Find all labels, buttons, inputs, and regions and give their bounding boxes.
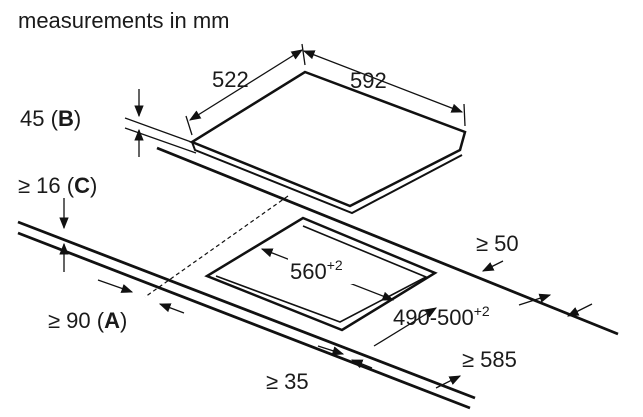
hob-body-edge	[191, 141, 463, 215]
hob-width-label: 522	[212, 67, 249, 92]
front-distance-arrow-left	[97, 279, 134, 293]
hob-top-surface	[189, 70, 467, 208]
thickness-label: 45 (B)	[20, 106, 81, 131]
hob-width-ext-right	[301, 43, 306, 66]
cutout-depth-label: 490-500+2	[393, 303, 490, 330]
rear-clearance-label: ≥ 585	[462, 347, 517, 372]
hob-depth-label: 592	[350, 68, 387, 93]
rear-clearance-arrow-bottom	[435, 375, 462, 389]
worktop	[17, 146, 619, 410]
projection-dashed-line	[144, 195, 289, 298]
rear-clearance-arrow-top	[566, 303, 593, 317]
right-clearance-label: ≥ 50	[476, 231, 519, 256]
hob-width-dimension-line	[189, 49, 303, 121]
cutout-depth-dimension-line	[373, 307, 437, 347]
hob-depth-dimension-line	[302, 50, 464, 113]
gap-label: ≥ 16 (C)	[18, 173, 97, 198]
front-clearance-label: ≥ 35	[266, 369, 309, 394]
hob	[185, 43, 467, 215]
worktop-front-top-edge	[17, 220, 476, 400]
hob-width-ext-left	[185, 115, 193, 136]
diagram-title: measurements in mm	[18, 8, 230, 33]
hob-depth-ext-right	[463, 103, 466, 127]
right-clearance-arrow	[481, 260, 504, 272]
front-distance-arrow-right	[158, 303, 185, 314]
front-clearance-arrow-left	[317, 345, 345, 356]
worktop-back-edge	[156, 146, 619, 336]
front-clearance-arrow-right	[350, 359, 373, 369]
worktop-front-bottom-edge	[17, 231, 471, 410]
front-distance-label: ≥ 90 (A)	[48, 308, 127, 333]
thickness-dimension	[124, 89, 197, 157]
cutout-width-label: 560+2	[290, 257, 343, 284]
